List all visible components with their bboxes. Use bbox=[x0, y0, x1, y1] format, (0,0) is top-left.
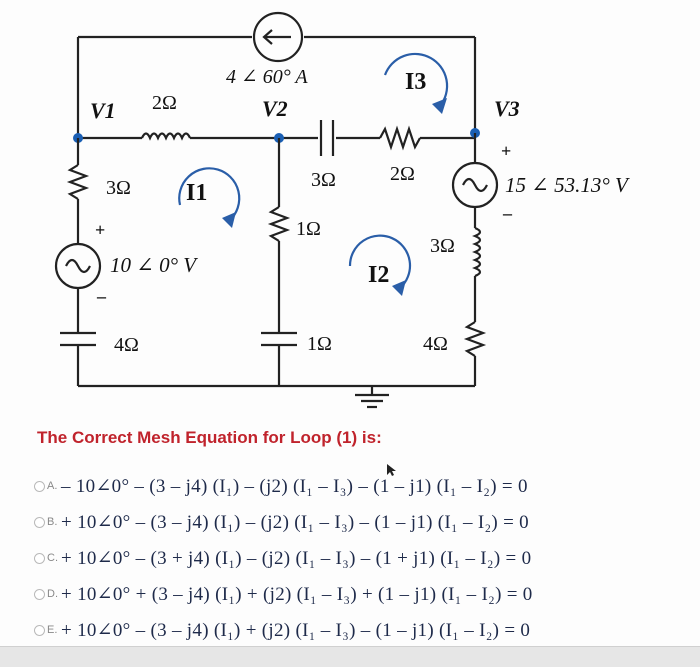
radio-button[interactable] bbox=[34, 552, 45, 564]
answer-options: A. – 10∠0° – (3 – j4) (I₁) – (j2) (I₁ – … bbox=[34, 468, 674, 648]
label-r-middle: 1Ω bbox=[296, 218, 321, 240]
label-r-left-cap: 4Ω bbox=[114, 334, 139, 356]
resistor-4ohm-right bbox=[463, 321, 487, 357]
polarity-minus-right: – bbox=[502, 203, 513, 223]
option-letter: B. bbox=[47, 516, 58, 528]
label-r-left: 3Ω bbox=[106, 177, 131, 199]
mesh-arrow-i3 bbox=[383, 52, 449, 114]
resistor-1ohm-middle bbox=[267, 206, 291, 242]
loop-label-i2: I2 bbox=[368, 262, 389, 288]
option-d[interactable]: D. + 10∠0° + (3 – j4) (I₁) + (j2) (I₁ – … bbox=[34, 576, 674, 612]
label-r-middle-cap: 1Ω bbox=[307, 333, 332, 355]
label-r-cap-top: 3Ω bbox=[311, 169, 336, 191]
loop-label-i3: I3 bbox=[405, 69, 426, 95]
label-r-top-left: 2Ω bbox=[152, 92, 177, 114]
option-e[interactable]: E. + 10∠0° – (3 – j4) (I₁) + (j2) (I₁ – … bbox=[34, 612, 674, 648]
loop-label-i1: I1 bbox=[186, 180, 207, 206]
resistor-3ohm-left bbox=[66, 164, 90, 200]
option-text: + 10∠0° – (3 – j4) (I₁) + (j2) (I₁ – I₃)… bbox=[61, 619, 531, 641]
radio-button[interactable] bbox=[34, 480, 45, 492]
mesh-arrow-i2 bbox=[348, 234, 412, 296]
ground-icon bbox=[355, 386, 389, 409]
option-b[interactable]: B. + 10∠0° – (3 – j4) (I₁) – (j2) (I₁ – … bbox=[34, 504, 674, 540]
capacitor-middle bbox=[261, 331, 297, 347]
option-letter: A. bbox=[47, 480, 58, 492]
polarity-minus-left: – bbox=[96, 286, 107, 306]
mouse-cursor-icon bbox=[387, 464, 396, 476]
option-c[interactable]: C. + 10∠0° – (3 + j4) (I₁) – (j2) (I₁ – … bbox=[34, 540, 674, 576]
label-r-right-inductor: 3Ω bbox=[430, 235, 455, 257]
option-text: + 10∠0° – (3 – j4) (I₁) – (j2) (I₁ – I₃)… bbox=[61, 511, 529, 533]
option-text: – 10∠0° – (3 – j4) (I₁) – (j2) (I₁ – I₃)… bbox=[61, 475, 528, 497]
option-text: + 10∠0° + (3 – j4) (I₁) + (j2) (I₁ – I₃)… bbox=[61, 583, 533, 605]
option-letter: C. bbox=[47, 552, 58, 564]
question-text: The Correct Mesh Equation for Loop (1) i… bbox=[37, 428, 382, 447]
current-source-label: 4 ∠ 60° A bbox=[226, 66, 308, 88]
radio-button[interactable] bbox=[34, 624, 45, 636]
radio-button[interactable] bbox=[34, 588, 45, 600]
mesh-arrow-i1 bbox=[178, 167, 241, 228]
bottom-bar bbox=[0, 646, 700, 667]
capacitor-top bbox=[319, 120, 335, 156]
option-letter: D. bbox=[47, 588, 58, 600]
circuit-diagram: 4 ∠ 60° A bbox=[54, 11, 630, 409]
source-right-label: 15 ∠ 53.13° V bbox=[505, 173, 630, 197]
voltage-source-right bbox=[451, 161, 499, 209]
voltage-source-left bbox=[54, 242, 102, 290]
node-label-v1: V1 bbox=[90, 98, 116, 123]
node-label-v3: V3 bbox=[494, 96, 520, 121]
label-r-right-bottom: 4Ω bbox=[423, 333, 448, 355]
option-text: + 10∠0° – (3 + j4) (I₁) – (j2) (I₁ – I₃)… bbox=[61, 547, 532, 569]
polarity-plus-left: + bbox=[95, 220, 105, 240]
resistor-2ohm-top-right bbox=[379, 125, 421, 151]
inductor-right bbox=[472, 226, 482, 278]
polarity-plus-right: + bbox=[501, 141, 511, 161]
source-left-label: 10 ∠ 0° V bbox=[110, 253, 198, 277]
radio-button[interactable] bbox=[34, 516, 45, 528]
resistor-2ohm-left bbox=[140, 132, 192, 141]
capacitor-left bbox=[60, 331, 96, 347]
label-r-top-right: 2Ω bbox=[390, 163, 415, 185]
option-a[interactable]: A. – 10∠0° – (3 – j4) (I₁) – (j2) (I₁ – … bbox=[34, 468, 674, 504]
node-label-v2: V2 bbox=[262, 96, 288, 121]
option-letter: E. bbox=[47, 624, 58, 636]
current-source bbox=[252, 11, 304, 63]
